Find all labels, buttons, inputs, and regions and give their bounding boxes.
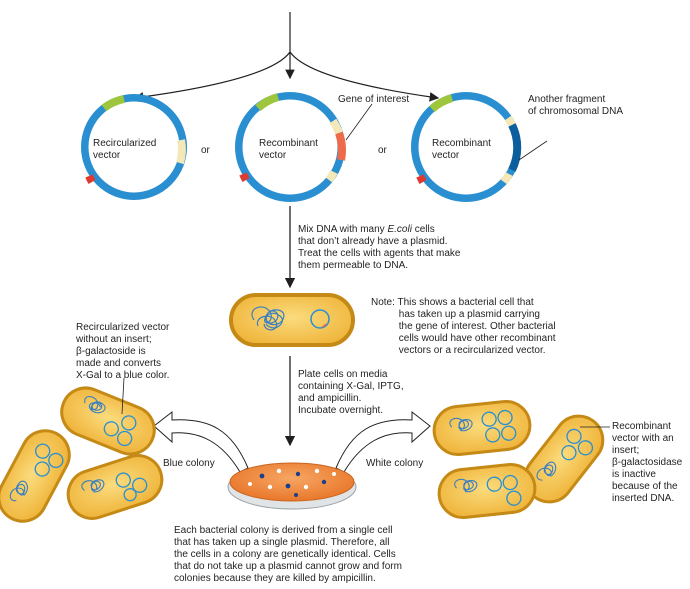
bottom-caption: Each bacterial colony is derived from a … — [174, 525, 402, 584]
petri-dish — [227, 462, 357, 510]
label-recircularized-note: Recircularized vector without an insert;… — [76, 322, 170, 381]
label-or-right: or — [378, 145, 387, 156]
colonies — [248, 468, 336, 497]
label-recombinant-note: Recombinant vector with an insert; β-gal… — [612, 421, 683, 504]
blue-cell-2 — [0, 429, 71, 523]
label-recombinant-2: Recombinant vector — [432, 138, 491, 161]
label-or-left: or — [201, 145, 210, 156]
bacterial-cell-center — [229, 293, 355, 347]
fragment-pointer — [518, 140, 548, 161]
label-gene-of-interest: Gene of interest — [338, 94, 410, 105]
plasmid-recombinant-gene — [235, 92, 346, 202]
blue-cell-3 — [66, 454, 164, 520]
white-cell-1 — [432, 399, 532, 457]
step-note: Note: This shows a bacterial cell that h… — [371, 297, 556, 356]
white-cell-3 — [437, 462, 537, 520]
plasmid-recircularized — [81, 94, 187, 200]
recirc-pointer — [121, 377, 125, 415]
label-recircularized: Recircularized vector — [93, 138, 157, 161]
label-another-fragment: Another fragment of chromosomal DNA — [528, 94, 624, 117]
blue-colony-cells — [0, 377, 164, 523]
label-recombinant-1: Recombinant vector — [259, 138, 318, 161]
white-colony-arrow — [335, 410, 431, 473]
label-blue-colony: Blue colony — [163, 458, 215, 469]
top-arrows — [133, 12, 440, 102]
plasmid-recombinant-fragment — [411, 92, 522, 202]
white-colony-cells — [432, 399, 610, 520]
label-white-colony: White colony — [366, 458, 424, 469]
step-plate-text: Plate cells on media containing X-Gal, I… — [298, 369, 404, 416]
gene-pointer — [345, 103, 373, 141]
step-mix-text: Mix DNA with many E.coli cells that don’… — [298, 224, 461, 271]
blue-cell-1 — [60, 386, 156, 456]
